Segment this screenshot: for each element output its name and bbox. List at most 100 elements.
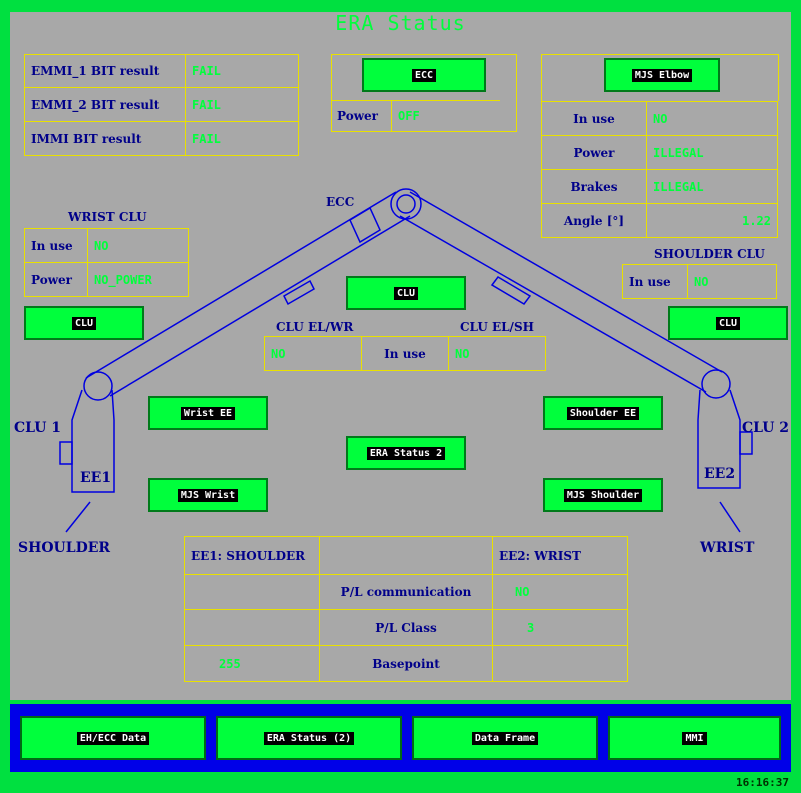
mjs-elbow-panel (541, 54, 779, 101)
data-frame-label: Data Frame (471, 731, 539, 745)
clu-el-wr-label: CLU EL/WR (276, 320, 354, 334)
mjs-shoulder-button[interactable]: MJS Shoulder (543, 478, 663, 512)
ee2-label: EE2 (704, 466, 736, 482)
payload-table: EE1: SHOULDER EE2: WRIST P/L communicati… (184, 536, 628, 682)
ee1-label: EE1 (80, 470, 112, 486)
clu1-label: CLU 1 (14, 420, 62, 436)
wrist-ee-button[interactable]: Wrist EE (148, 396, 268, 430)
payload-header-blank (319, 536, 493, 575)
clu-el-sh-label: CLU EL/SH (460, 320, 534, 334)
shoulder-clu-button-label: CLU (715, 316, 741, 330)
mjs-elbow-value: NO (646, 101, 778, 136)
mjs-elbow-label: Brakes (541, 169, 647, 204)
elbow-joint (390, 188, 422, 220)
ee1-header: EE1: SHOULDER (184, 536, 320, 575)
payload-ee2-value (492, 645, 628, 682)
wrist-ee-body (697, 389, 741, 489)
payload-ee1-value: 255 (184, 645, 320, 682)
elbow-joint-inner (396, 194, 416, 214)
wrist-clu-inuse-label: In use (24, 228, 88, 263)
shoulder-clu-inuse-label: In use (622, 264, 688, 299)
wrist-clu-button-label: CLU (71, 316, 97, 330)
clu-el-wr-value: NO (264, 336, 362, 371)
ecc-arm-label: ECC (326, 195, 355, 209)
mjs-elbow-button-label: MJS Elbow (631, 68, 693, 82)
payload-ee2-value: 3 (492, 609, 628, 646)
era-status-2-nav-button[interactable]: ERA Status (2) (216, 716, 402, 760)
center-clu-table: NO In use NO (264, 336, 546, 371)
clu2-label: CLU 2 (742, 420, 790, 436)
bit-value: FAIL (185, 54, 299, 88)
ecc-power-label: Power (331, 100, 392, 132)
shoulder-joint (83, 371, 113, 401)
era-status-2-button-label: ERA Status 2 (366, 446, 446, 460)
mjs-elbow-label: In use (541, 101, 647, 136)
shoulder-ee-body (71, 389, 115, 493)
ecc-power-value: OFF (391, 100, 500, 132)
shoulder-ee-button[interactable]: Shoulder EE (543, 396, 663, 430)
eh-ecc-data-label: EH/ECC Data (76, 731, 150, 745)
shoulder-clu-inuse-value: NO (687, 264, 777, 299)
mjs-elbow-label: Angle [°] (541, 203, 647, 238)
bit-value: FAIL (185, 87, 299, 122)
payload-ee1-value (184, 574, 320, 610)
clock: 16:16:37 (736, 776, 789, 789)
wrist-clu-button[interactable]: CLU (24, 306, 144, 340)
mjs-shoulder-button-label: MJS Shoulder (563, 488, 643, 502)
wrist-label: WRIST (700, 540, 755, 556)
mmi-button[interactable]: MMI (608, 716, 781, 760)
shoulder-clu-title: SHOULDER CLU (654, 247, 765, 261)
shoulder-ee-tab (59, 441, 73, 465)
payload-ee1-value (184, 609, 320, 646)
mjs-elbow-value: 1.22 (646, 203, 778, 238)
wrist-clu-title: WRIST CLU (68, 210, 147, 224)
ecc-power-table: Power OFF (331, 100, 500, 132)
arm-boom-left-lower (109, 215, 411, 397)
wrist-ee-tab (739, 431, 753, 455)
right-clu-box (490, 276, 532, 305)
bit-label: EMMI_2 BIT result (24, 87, 186, 122)
center-clu-inuse-label: In use (361, 336, 449, 371)
shoulder-clu-table: In use NO (622, 264, 777, 299)
bit-label: EMMI_1 BIT result (24, 54, 186, 88)
wrist-clu-inuse-value: NO (87, 228, 189, 263)
shoulder-clu-button[interactable]: CLU (668, 306, 788, 340)
center-clu-button-label: CLU (393, 286, 419, 300)
shoulder-ee-button-label: Shoulder EE (566, 406, 640, 420)
center-clu-button[interactable]: CLU (346, 276, 466, 310)
ecc-box (349, 206, 381, 244)
shoulder-label: SHOULDER (18, 540, 111, 556)
mjs-wrist-button-label: MJS Wrist (177, 488, 239, 502)
wrist-pointer (719, 501, 741, 533)
payload-row-label: P/L communication (319, 574, 493, 610)
payload-ee2-value: NO (492, 574, 628, 610)
mjs-elbow-value: ILLEGAL (646, 169, 778, 204)
bit-results-table: EMMI_1 BIT result FAIL EMMI_2 BIT result… (24, 54, 299, 156)
wrist-clu-power-value: NO_POWER (87, 262, 189, 297)
era-status-2-nav-label: ERA Status (2) (263, 731, 355, 745)
bit-value: FAIL (185, 121, 299, 156)
bit-label: IMMI BIT result (24, 121, 186, 156)
eh-ecc-data-button[interactable]: EH/ECC Data (20, 716, 206, 760)
wrist-clu-power-label: Power (24, 262, 88, 297)
wrist-ee-button-label: Wrist EE (180, 406, 236, 420)
wrist-clu-table: In use NO Power NO_POWER (24, 228, 189, 297)
mmi-label: MMI (682, 731, 707, 745)
page-title: ERA Status (335, 11, 466, 35)
data-frame-button[interactable]: Data Frame (412, 716, 598, 760)
arm-boom-right-lower (399, 215, 707, 393)
ecc-button[interactable]: ECC (362, 58, 486, 92)
payload-row-label: Basepoint (319, 645, 493, 682)
mjs-elbow-button[interactable]: MJS Elbow (604, 58, 720, 92)
mjs-elbow-label: Power (541, 135, 647, 170)
mjs-elbow-table: In use NO Power ILLEGAL Brakes ILLEGAL A… (541, 101, 778, 238)
mjs-wrist-button[interactable]: MJS Wrist (148, 478, 268, 512)
wrist-joint (701, 369, 731, 399)
era-status-2-button[interactable]: ERA Status 2 (346, 436, 466, 470)
mjs-elbow-value: ILLEGAL (646, 135, 778, 170)
payload-row-label: P/L Class (319, 609, 493, 646)
ee2-header: EE2: WRIST (492, 536, 628, 575)
arm-boom-left (85, 191, 397, 379)
clu-el-sh-value: NO (448, 336, 546, 371)
